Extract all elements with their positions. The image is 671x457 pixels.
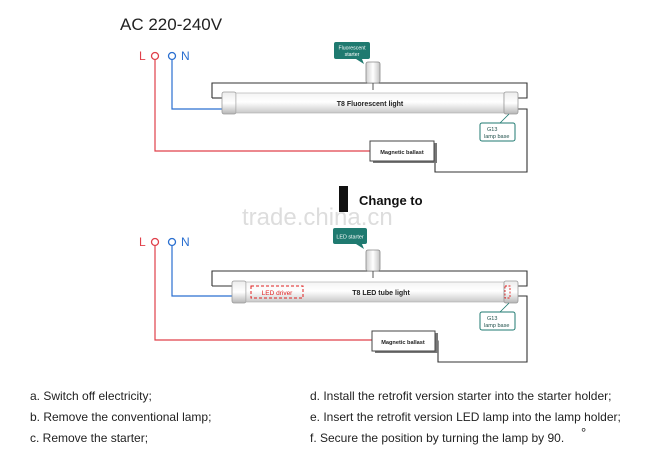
instruction-c: c. Remove the starter; (30, 431, 149, 445)
bottom-right-cap (503, 280, 519, 304)
top-ballast-label: Magnetic ballast (380, 150, 424, 156)
top-lamp-base-callout (479, 122, 516, 142)
bottom-tube-label: T8 LED tube light (352, 290, 410, 297)
bottom-terminal-l: L (139, 235, 146, 249)
top-lamp-base-label-2: lamp base (484, 134, 509, 140)
bottom-starter-callout-pointer (356, 244, 364, 249)
top-tube-label: T8 Fluorescent light (337, 101, 404, 108)
top-neutral-terminal (167, 51, 177, 61)
bottom-terminal-n: N (181, 235, 190, 249)
top-starter-body (365, 61, 381, 84)
top-magnetic-ballast (369, 140, 435, 162)
change-to-label: Change to (359, 193, 423, 208)
instruction-e: e. Insert the retrofit version LED lamp … (310, 410, 621, 424)
led-driver-box (250, 285, 304, 299)
top-left-cap (221, 91, 237, 115)
bottom-live-wire (154, 246, 372, 341)
bottom-starter-callout (333, 228, 367, 244)
bottom-neutral-terminal (167, 237, 177, 247)
bottom-lamp-base-callout (479, 311, 516, 331)
bottom-left-cap (231, 280, 247, 304)
top-live-terminal (150, 51, 160, 61)
top-lamp-base-label-1: G13 (487, 127, 497, 133)
led-driver-label: LED driver (262, 290, 294, 297)
instruction-b: b. Remove the conventional lamp; (30, 410, 212, 424)
top-starter-callout-pointer (356, 59, 364, 64)
change-arrow-bar (339, 186, 348, 212)
instruction-d: d. Install the retrofit version starter … (310, 389, 612, 403)
top-terminal-l: L (139, 49, 146, 63)
bottom-starter-body (365, 249, 381, 272)
supply-label: AC 220-240V (120, 15, 223, 34)
top-live-wire (154, 60, 370, 152)
top-starter-label-1: Fluorescent (338, 46, 366, 52)
watermark: trade.china.cn (242, 204, 393, 231)
bottom-lamp-base-label-1: G13 (487, 316, 497, 322)
bottom-ballast-label: Magnetic ballast (381, 340, 425, 346)
bottom-lamp-base-label-2: lamp base (484, 323, 509, 329)
top-terminal-n: N (181, 49, 190, 63)
bottom-magnetic-ballast (371, 330, 436, 352)
instruction-a: a. Switch off electricity; (30, 389, 152, 403)
instruction-f: f. Secure the position by turning the la… (310, 431, 565, 445)
bottom-lamp-base-leader (498, 302, 510, 314)
top-right-cap (503, 91, 519, 115)
top-starter-loop-wire (211, 82, 528, 99)
bottom-neutral-wire (171, 246, 232, 297)
bottom-starter-label: LED starter (336, 235, 363, 241)
bottom-live-terminal (150, 237, 160, 247)
top-lamp-base-leader (498, 113, 510, 125)
top-starter-callout (334, 42, 370, 59)
top-starter-label-2: starter (345, 52, 360, 58)
degree-mark: ° (581, 425, 587, 440)
bottom-starter-loop-wire (211, 270, 528, 287)
top-neutral-wire (171, 60, 222, 110)
led-tube-right-marker (504, 285, 511, 299)
